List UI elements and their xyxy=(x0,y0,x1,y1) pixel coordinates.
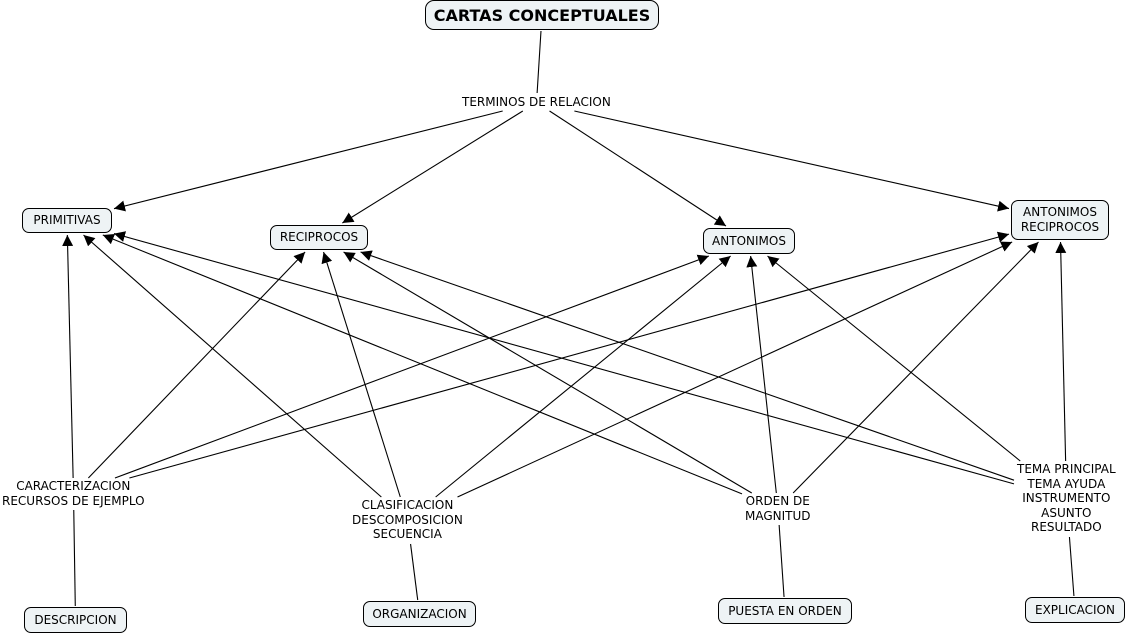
connection-title-to-terminos xyxy=(536,30,542,94)
connection-terminos-to-primitivas xyxy=(113,110,503,212)
connection-clasificacion-to-reciprocos xyxy=(321,251,401,498)
label-line: MAGNITUD xyxy=(745,508,811,523)
label-line: PRIMITIVAS xyxy=(33,213,101,227)
connection-terminos-to-antonimos xyxy=(549,110,727,227)
label-line: PUESTA EN ORDEN xyxy=(728,603,842,618)
label-line: ORDEN DE xyxy=(745,494,810,508)
connection-tema-to-antonimos_reciprocos xyxy=(1055,241,1067,462)
label-line: RESULTADO xyxy=(1031,520,1102,534)
concept-cartas-conceptuales[interactable]: CARTAS CONCEPTUALES xyxy=(425,0,659,30)
connection-organizacion-to-clasificacion xyxy=(410,543,419,601)
connection-explicacion-to-tema xyxy=(1068,536,1075,597)
connection-caracterizacion-to-primitivas xyxy=(62,234,74,479)
connection-orden-to-reciprocos xyxy=(343,251,753,494)
label-line: SECUENCIA xyxy=(372,527,442,541)
label-line: CARACTERIZACION xyxy=(16,479,131,493)
label-line: DESCRIPCION xyxy=(34,612,117,627)
concept-reciprocos[interactable]: RECIPROCOS xyxy=(270,225,368,250)
label-line: ORGANIZACION xyxy=(372,606,467,621)
connection-clasificacion-to-antonimos_reciprocos xyxy=(457,241,1013,498)
link-phrase-terminos-de-relacion[interactable]: TERMINOS DE RELACION xyxy=(460,95,613,110)
connection-caracterizacion-to-reciprocos xyxy=(87,251,306,479)
concept-puesta-en-orden[interactable]: PUESTA EN ORDEN xyxy=(718,598,852,624)
connection-descripcion-to-caracterizacion xyxy=(73,509,76,607)
connection-orden-to-antonimos_reciprocos xyxy=(792,241,1039,494)
connection-caracterizacion-to-antonimos xyxy=(114,254,710,479)
concept-organizacion[interactable]: ORGANIZACION xyxy=(363,601,476,627)
label-line: RECURSOS DE EJEMPLO xyxy=(2,493,145,508)
label-line: RECIPROCOS xyxy=(279,230,359,244)
label-line: EXPLICACION xyxy=(1035,602,1115,617)
connection-tema-to-reciprocos xyxy=(360,250,1015,481)
label-line: TEMA PRINCIPAL xyxy=(1017,462,1116,476)
connection-orden-to-antonimos xyxy=(746,255,777,494)
concept-antonimos[interactable]: ANTONIMOS xyxy=(703,228,795,254)
label-line: TEMA AYUDA xyxy=(1027,476,1106,491)
label-line: ANTONIMOS xyxy=(1023,205,1097,219)
label-line: CARTAS CONCEPTUALES xyxy=(433,5,651,25)
concept-descripcion[interactable]: DESCRIPCION xyxy=(24,607,127,633)
label-line: CLASIFICACION xyxy=(361,498,454,512)
label-line: INSTRUMENTO xyxy=(1022,491,1111,505)
label-line: RECIPROCOS xyxy=(1020,220,1100,234)
label-line: ANTONIMOS xyxy=(712,233,786,248)
connection-tema-to-primitivas xyxy=(113,231,1015,485)
label-line: ASUNTO xyxy=(1041,505,1092,520)
connection-terminos-to-antonimos_reciprocos xyxy=(574,110,1010,212)
concept-explicacion[interactable]: EXPLICACION xyxy=(1025,597,1125,623)
connection-clasificacion-to-primitivas xyxy=(83,234,382,498)
connection-orden-to-primitivas xyxy=(102,234,743,495)
connection-terminos-to-reciprocos xyxy=(342,110,524,224)
label-line: TERMINOS DE RELACION xyxy=(462,95,611,109)
connection-clasificacion-to-antonimos xyxy=(435,255,731,498)
connection-tema-to-antonimos xyxy=(767,255,1021,462)
connection-puesta_en_orden-to-orden xyxy=(778,524,785,598)
concept-primitivas[interactable]: PRIMITIVAS xyxy=(22,208,112,233)
connection-caracterizacion-to-antonimos_reciprocos xyxy=(129,231,1010,479)
label-line: DESCOMPOSICION xyxy=(352,512,463,527)
